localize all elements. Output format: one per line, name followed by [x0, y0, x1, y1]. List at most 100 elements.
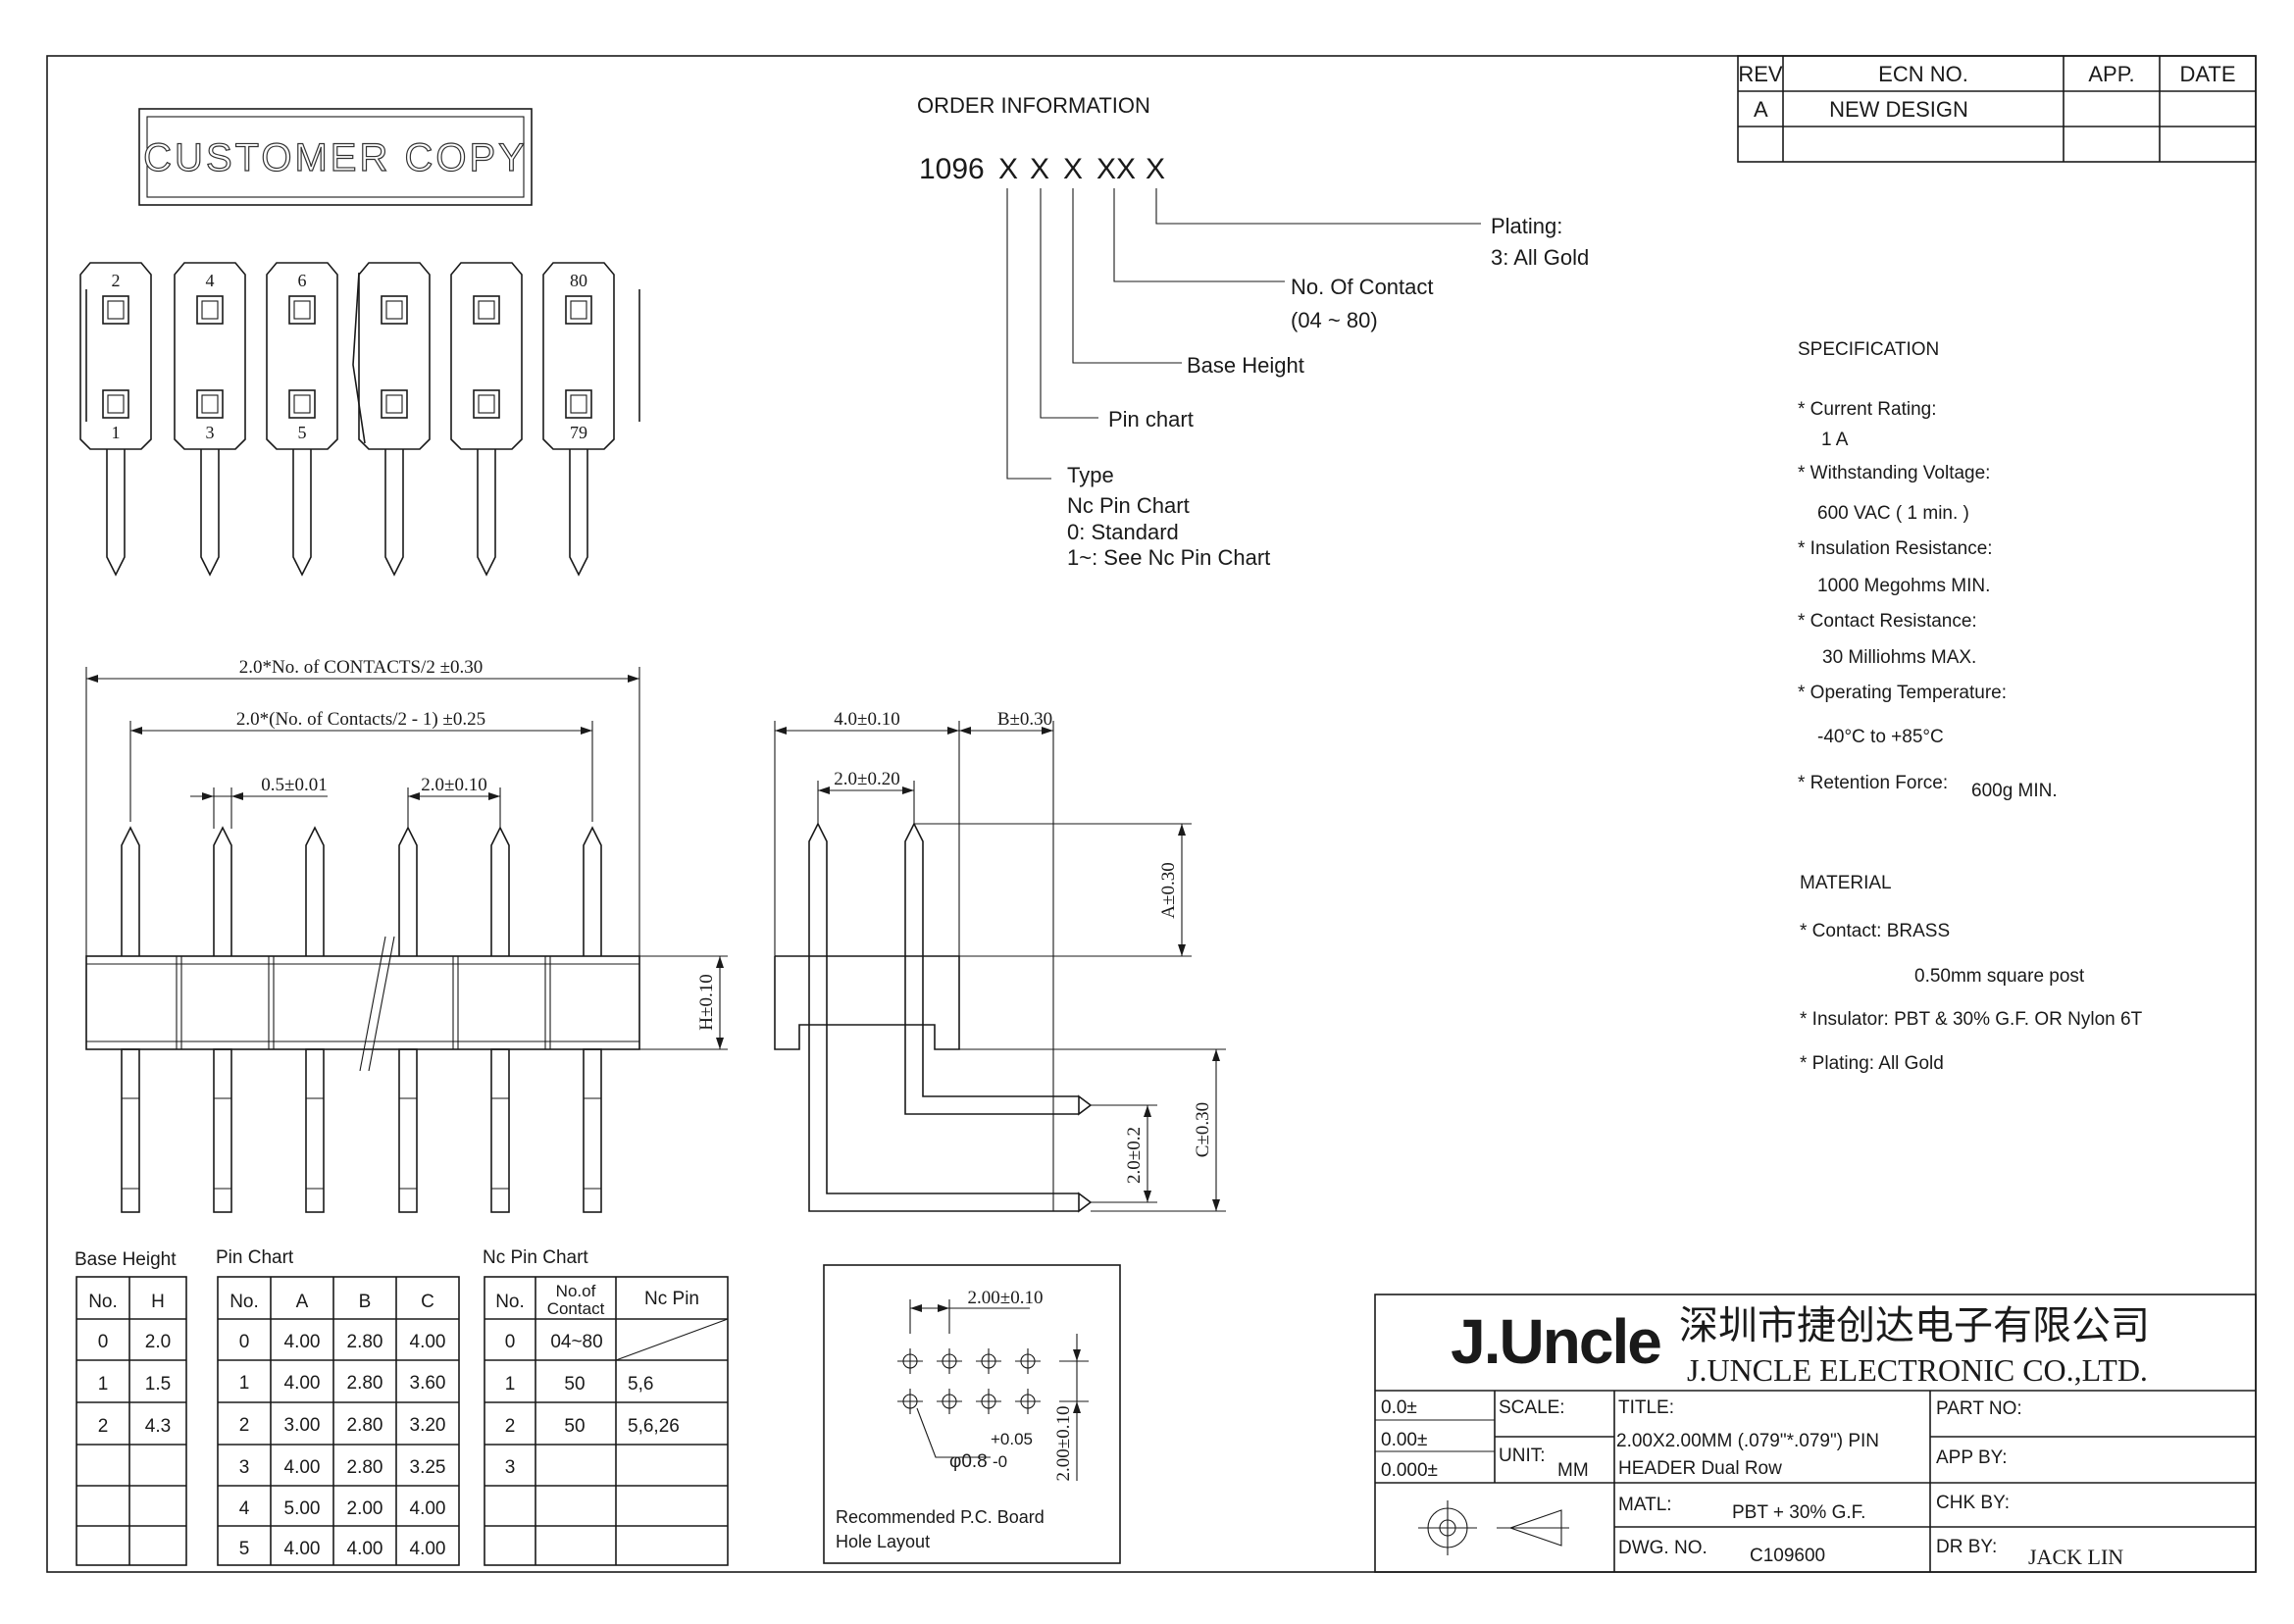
order-info-title: ORDER INFORMATION [917, 93, 1150, 118]
nc-r0-no: 0 [505, 1332, 516, 1352]
pc-cell: 4.00 [284, 1539, 321, 1559]
contact-square-inner [570, 394, 587, 414]
nc-r2-ncpin: 5,6,26 [628, 1416, 680, 1437]
bh-r1-no: 1 [98, 1374, 109, 1395]
bh-r0-h: 2.0 [145, 1332, 171, 1352]
spec-insulation-label: * Insulation Resistance: [1798, 538, 1993, 559]
app-header: APP. [2088, 62, 2134, 86]
pc-cell: 2.80 [347, 1373, 383, 1394]
ecn-value: NEW DESIGN [1829, 97, 1968, 122]
material-block: MATERIAL * Contact: BRASS 0.50mm square … [1800, 873, 2143, 1074]
contact-square [196, 389, 224, 419]
pin-label-bottom: 5 [298, 423, 307, 442]
contact-square-inner [385, 300, 403, 320]
standard-label: 0: Standard [1067, 520, 1179, 544]
pc-cell: 1 [239, 1373, 250, 1394]
tolerance-1: 0.0± [1381, 1397, 1417, 1418]
pin-tail [292, 449, 312, 577]
spec-retention-value: 600g MIN. [1971, 781, 2058, 801]
pin-lower [490, 1048, 510, 1213]
order-code-base: X [1063, 153, 1083, 185]
scale-label: SCALE: [1499, 1397, 1565, 1418]
material-plating: * Plating: All Gold [1800, 1053, 1944, 1074]
pin-label-top: 6 [298, 271, 307, 290]
pc-cell: 4 [239, 1498, 250, 1519]
matl-value: PBT + 30% G.F. [1732, 1502, 1865, 1523]
app-by-label: APP BY: [1936, 1447, 2008, 1468]
nc-header-contact: Contact [547, 1299, 605, 1318]
pin-label-bottom: 3 [206, 423, 215, 442]
contact-square-inner [107, 394, 125, 414]
pc-header: B [359, 1292, 372, 1312]
company-name-en: J.UNCLE ELECTRONIC CO.,LTD. [1687, 1352, 2148, 1388]
pc-cell: 4.00 [284, 1332, 321, 1352]
pc-cell: 4.00 [410, 1539, 446, 1559]
pin-tail [200, 449, 220, 577]
nc-r3-no: 3 [505, 1457, 516, 1478]
contact-square [102, 295, 129, 325]
pcb-dim-pitch: 2.00±0.10 [968, 1288, 1044, 1308]
spec-temp-value: -40°C to +85°C [1817, 727, 1944, 747]
pc-header: A [296, 1292, 309, 1312]
pin-lower [583, 1048, 602, 1213]
contacts-label: No. Of Contact [1291, 275, 1434, 299]
spec-current-label: * Current Rating: [1798, 399, 1937, 420]
material-title: MATERIAL [1800, 873, 1892, 893]
pcb-caption-2: Hole Layout [836, 1532, 930, 1551]
pc-cell: 2 [239, 1415, 250, 1436]
nc-header-noof: No.of [556, 1282, 596, 1300]
see-nc-label: 1~: See Nc Pin Chart [1067, 545, 1270, 570]
contact-square [288, 389, 316, 419]
pin-lower [398, 1048, 418, 1213]
contacts-range: (04 ~ 80) [1291, 308, 1378, 332]
header-station [266, 262, 338, 450]
bh-r2-no: 2 [98, 1416, 109, 1437]
plating-label: Plating: [1491, 214, 1562, 238]
contact-square [102, 389, 129, 419]
pc-cell: 4.00 [347, 1539, 383, 1559]
contact-square-inner [385, 394, 403, 414]
dim-height-h: H±0.10 [696, 974, 717, 1030]
contact-square-inner [201, 300, 219, 320]
revision-table: REV ECN NO. APP. DATE A NEW DESIGN [1737, 55, 2257, 163]
contact-square [565, 389, 592, 419]
contact-square-inner [201, 394, 219, 414]
pc-cell: 4.00 [284, 1457, 321, 1478]
sheet-border [46, 55, 2257, 1573]
order-code-contacts: XX [1096, 153, 1136, 185]
contact-square [196, 295, 224, 325]
pc-cell: 3.00 [284, 1415, 321, 1436]
pin-label-top: 80 [570, 271, 587, 290]
contact-square-inner [478, 300, 495, 320]
rev-header: REV [1738, 62, 1783, 86]
pc-header: C [421, 1292, 434, 1312]
pin-upper [398, 826, 418, 956]
contact-square-inner [293, 394, 311, 414]
bh-r0-no: 0 [98, 1332, 109, 1352]
order-code-prefix: 1096 [919, 153, 985, 185]
pin-label-bottom: 79 [570, 423, 587, 442]
contact-square [288, 295, 316, 325]
nc-r2-contact: 50 [564, 1416, 585, 1437]
nc-r2-no: 2 [505, 1416, 516, 1437]
pin-tail [384, 449, 404, 577]
unit-value: MM [1557, 1460, 1589, 1481]
nc-header-no: No. [495, 1292, 525, 1312]
contact-square [381, 389, 408, 419]
unit-label: UNIT: [1499, 1446, 1546, 1466]
dim-pin-span: 2.0*(No. of Contacts/2 - 1) ±0.25 [236, 709, 485, 730]
pcb-dim-row: 2.00±0.10 [1053, 1406, 1074, 1482]
contact-square [381, 295, 408, 325]
tolerance-2: 0.00± [1381, 1430, 1427, 1450]
pc-cell: 4.00 [410, 1332, 446, 1352]
pc-cell: 4.00 [410, 1498, 446, 1519]
nc-pin-chart-label: Nc Pin Chart [1067, 493, 1190, 518]
company-name-cn: 深圳市捷创达电子有限公司 [1679, 1304, 2150, 1347]
contact-square-inner [107, 300, 125, 320]
pcb-caption-1: Recommended P.C. Board [836, 1507, 1045, 1527]
nc-r0-contact: 04~80 [550, 1332, 602, 1352]
dim-a: A±0.30 [1158, 862, 1179, 918]
pin-upper [121, 826, 140, 956]
front-view-drawing: 2.0*No. of CONTACTS/2 ±0.30 2.0*(No. of … [85, 657, 728, 1213]
